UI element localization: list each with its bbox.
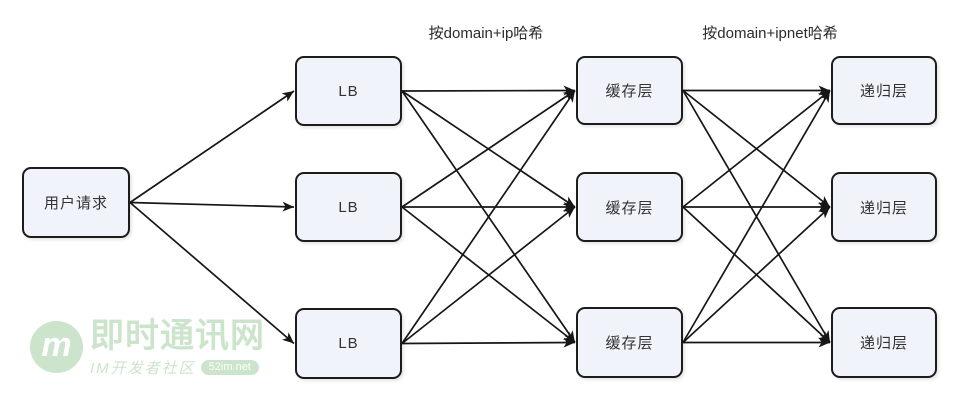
edge-arrow-cache3-to-rec1 [682,90,831,343]
edge-arrow-lb3-to-cache2 [401,206,576,345]
node-recursive-layer-2: 递归层 [831,172,937,242]
watermark-subrow: IM开发者社区 52im.net [90,357,265,378]
edge-arrow-lb2-to-cache1 [401,89,576,208]
watermark-text: 即时通讯网 IM开发者社区 52im.net [90,316,265,378]
watermark-logo-icon: m [30,321,83,373]
node-recursive-layer-1: 递归层 [831,56,937,125]
watermark-logo-letter: m [41,326,72,364]
edge-arrow-lb3-to-cache1 [401,90,576,344]
watermark-subtitle: IM开发者社区 [90,360,196,377]
edge-arrow-user-to-lb2 [129,201,295,212]
node-cache-layer-1: 缓存层 [576,56,683,125]
edge-arrow-cache3-to-rec2 [682,206,831,344]
node-lb-2: LB [295,172,402,242]
edge-arrow-user-to-lb1 [129,90,295,204]
hash-label-cache-to-recursive: 按domain+ipnet哈希 [702,25,838,42]
watermark: m 即时通讯网 IM开发者社区 52im.net [30,316,265,378]
edge-arrow-lb1-to-cache1 [401,85,576,96]
edge-arrow-cache2-to-rec1 [682,89,831,208]
node-lb-1: LB [295,56,402,126]
node-cache-layer-2: 缓存层 [576,172,683,242]
node-recursive-layer-3: 递归层 [831,307,937,378]
edge-arrow-user-to-lb3 [129,201,295,345]
edge-arrow-lb3-to-cache3 [401,337,576,348]
node-lb-3: LB [295,308,402,379]
node-user-request: 用户请求 [22,167,130,238]
watermark-title: 即时通讯网 [90,317,265,355]
watermark-site-badge: 52im.net [200,360,259,375]
hash-label-lb-to-cache: 按domain+ip哈希 [428,25,544,42]
node-cache-layer-3: 缓存层 [576,307,683,378]
